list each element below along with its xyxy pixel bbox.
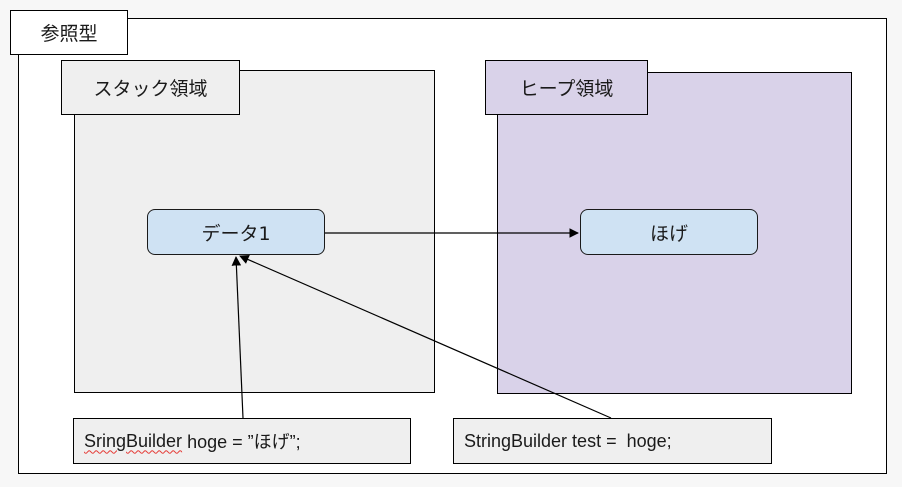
stack-data-node: データ1	[147, 209, 325, 255]
title-label: 参照型	[10, 10, 128, 55]
code-box-test: StringBuilder test = hoge;	[453, 418, 772, 464]
stack-region-label: スタック領域	[61, 60, 240, 115]
misspelled-word: SringBuilder	[84, 430, 183, 451]
code-box-hoge: SringBuilder hoge = ”ほげ”;	[73, 418, 411, 464]
code-line1-rest: hoge = ”ほげ”;	[182, 432, 301, 452]
heap-region-label: ヒープ領域	[485, 60, 648, 115]
heap-object-node: ほげ	[580, 209, 758, 255]
